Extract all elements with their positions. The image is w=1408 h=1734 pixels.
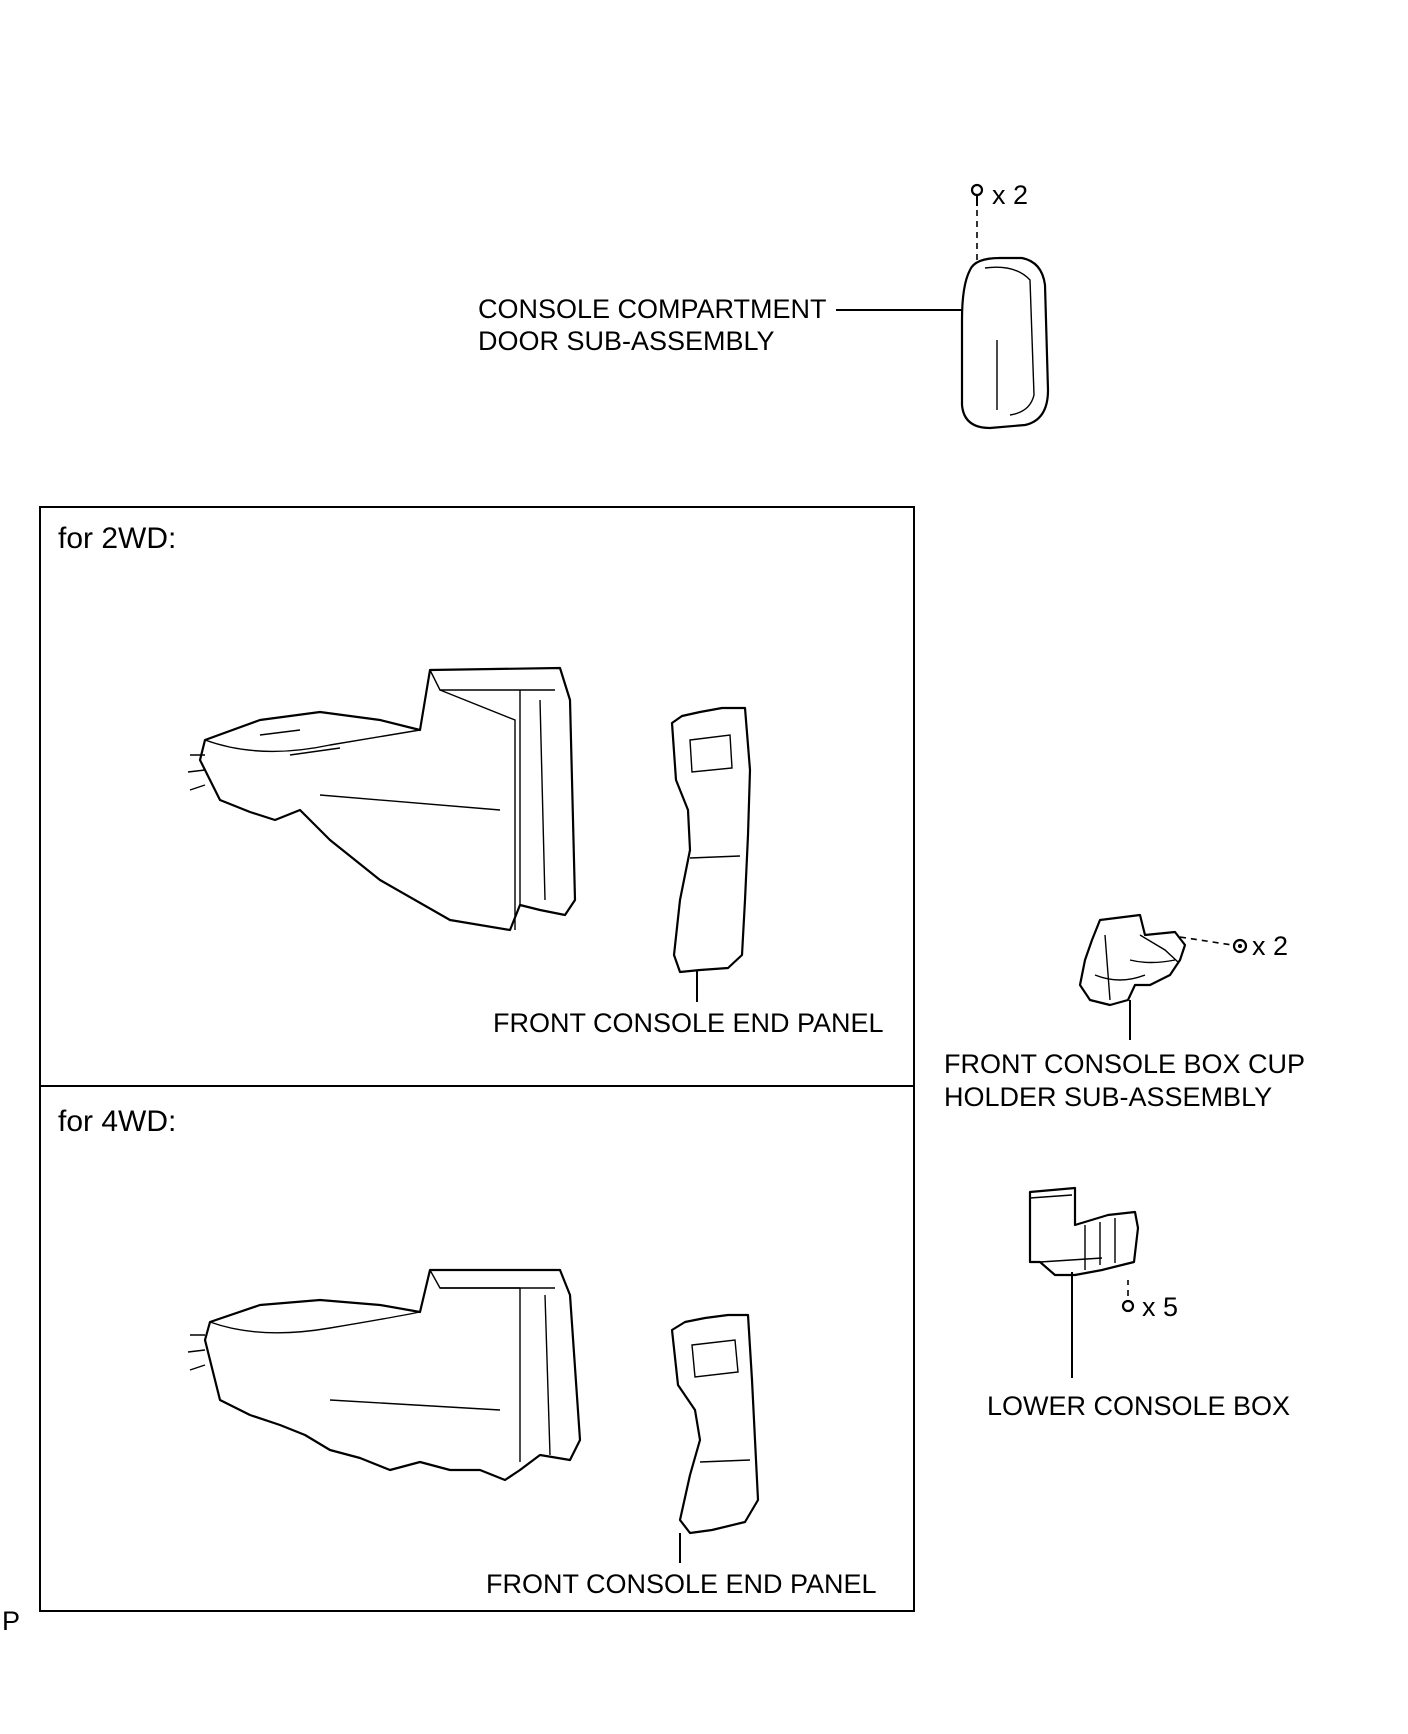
variants-frame	[39, 506, 915, 1612]
corner-mark: P	[2, 1606, 20, 1636]
cup-holder-fastener-qty: x 2	[1252, 931, 1288, 961]
door-label-line1: CONSOLE COMPARTMENT	[478, 294, 827, 324]
door-label-line2: DOOR SUB-ASSEMBLY	[478, 326, 775, 356]
console-compartment-door: x 2 CONSOLE COMPARTMENT DOOR SUB-ASSEMBL…	[478, 180, 1050, 430]
variant-2wd-end-panel-label: FRONT CONSOLE END PANEL	[493, 1008, 884, 1038]
clip-icon	[1232, 938, 1248, 954]
variant-4wd-heading: for 4WD:	[58, 1105, 176, 1138]
cup-holder-label-line2: HOLDER SUB-ASSEMBLY	[944, 1082, 1272, 1112]
lower-box-fastener-qty: x 5	[1142, 1292, 1178, 1322]
screw-icon	[1121, 1280, 1135, 1313]
variant-2wd-heading: for 2WD:	[58, 522, 176, 555]
front-console-box-2wd	[187, 666, 577, 932]
front-console-end-panel-4wd	[670, 1313, 760, 1535]
variant-4wd-end-panel-label: FRONT CONSOLE END PANEL	[486, 1569, 877, 1599]
screw-icon	[970, 183, 984, 206]
front-console-end-panel-2wd	[670, 706, 752, 974]
door-fastener-qty: x 2	[992, 180, 1028, 210]
lower-console-box	[1028, 1186, 1140, 1277]
cup-holder-label-line1: FRONT CONSOLE BOX CUP	[944, 1049, 1305, 1079]
cup-holder-sub-assembly	[1078, 913, 1187, 1007]
front-console-box-4wd	[187, 1268, 582, 1482]
lower-box-label: LOWER CONSOLE BOX	[987, 1391, 1290, 1421]
